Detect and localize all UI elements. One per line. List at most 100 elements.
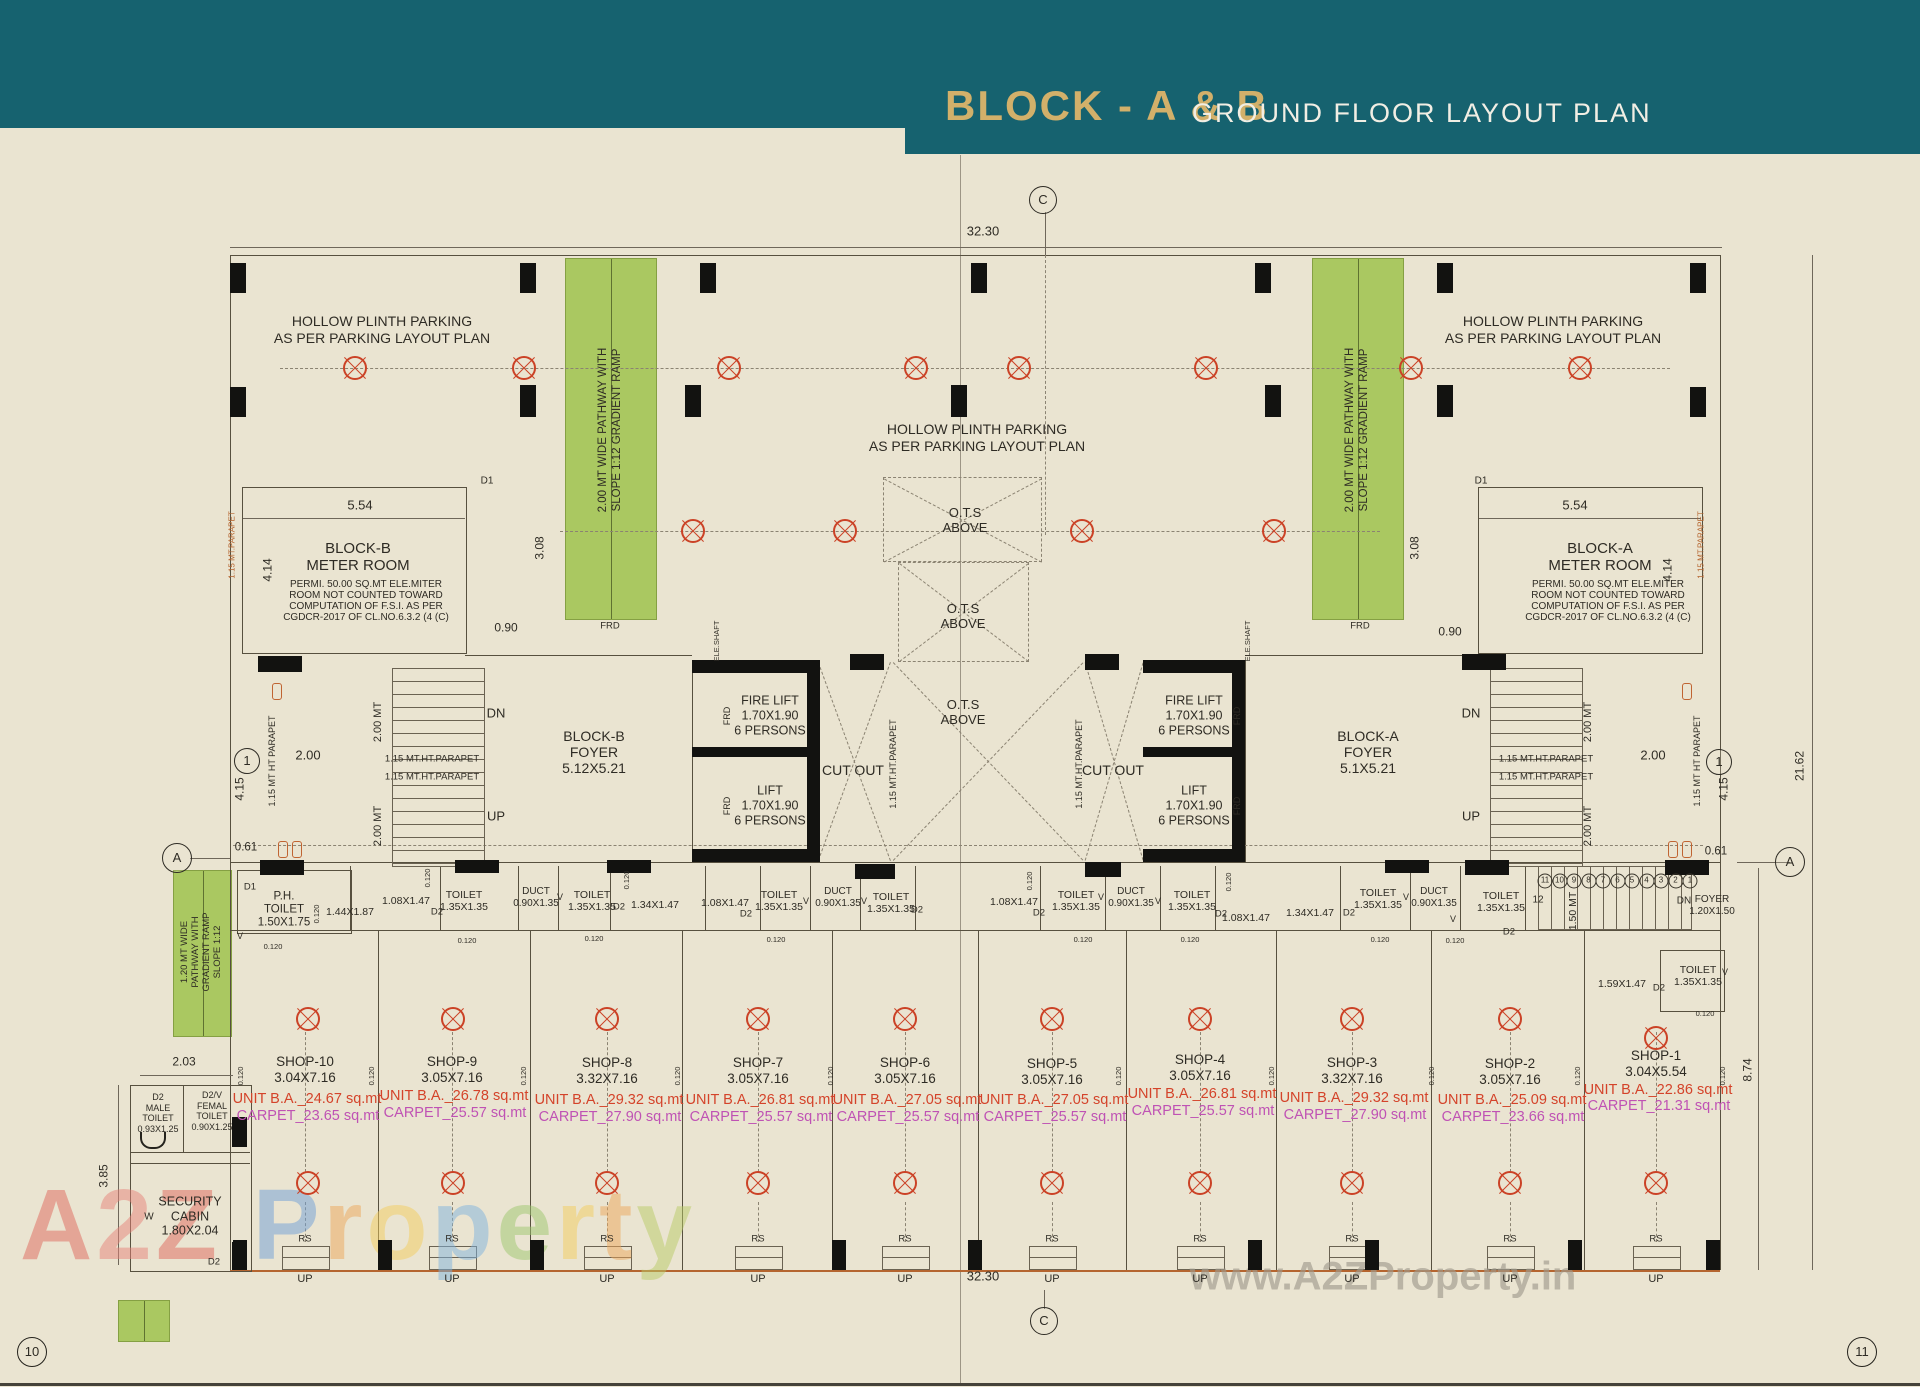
shop-centerline (607, 1202, 608, 1242)
plan-label: 0.120 (1024, 871, 1034, 891)
wall-line (915, 866, 916, 930)
wall-line (1276, 930, 1277, 1270)
plan-label: 0.120 (235, 1066, 245, 1086)
column-block (1143, 747, 1245, 757)
plan-label: FRD (1231, 796, 1242, 816)
column-marker-icon (717, 356, 741, 380)
plan-label: UP (1502, 1272, 1518, 1285)
column-block (1690, 263, 1706, 293)
room-outline (1478, 487, 1703, 654)
column-block (230, 263, 246, 293)
plan-label: RS (751, 1233, 765, 1245)
wall-line (1105, 866, 1106, 930)
plan-label: UNIT B.A._29.32 sq.mt (1279, 1089, 1429, 1106)
wall-line (705, 866, 706, 930)
plan-label: UNIT B.A._26.81 sq.mt (685, 1091, 835, 1108)
column-block (1706, 1240, 1720, 1270)
plan-label: D2 (612, 901, 626, 913)
column-marker-icon (1644, 1026, 1668, 1050)
wall-line (810, 866, 811, 930)
plan-label: CARPET_25.57 sq.mt (689, 1108, 833, 1125)
shop-entry-step (584, 1246, 632, 1270)
plan-label: ELE.SHAFT (1242, 620, 1252, 662)
plan-label: 1.50 MT (1567, 891, 1580, 931)
plan-label: 0.120 (1426, 1066, 1436, 1086)
header-band (0, 0, 1920, 128)
dimension-line (1044, 1290, 1045, 1309)
plan-label: 1.15 MT HT PARAPET (1691, 715, 1702, 807)
plan-label: SHOP-3 3.32X7.16 (1321, 1055, 1383, 1086)
column-block (1143, 660, 1245, 673)
plan-label: 5.54 (1562, 497, 1588, 513)
wall-line (682, 930, 683, 1270)
plan-label: CARPET_25.57 sq.mt (836, 1108, 980, 1125)
plan-label: RS (1045, 1233, 1059, 1245)
plan-label: V (1154, 895, 1162, 906)
shop-entry-step (1029, 1246, 1077, 1270)
plan-label: CUT OUT (1082, 762, 1144, 779)
dashed-line (560, 531, 1380, 532)
stair-step-number: 6 (1610, 873, 1625, 889)
shop-centerline (305, 1032, 306, 1172)
column-marker-icon (746, 1007, 770, 1031)
plan-label: O.T.S ABOVE (942, 505, 988, 535)
wall-line (230, 1270, 1720, 1272)
brand-watermark-letter: Z (155, 1169, 221, 1281)
column-block (260, 860, 304, 875)
dimension-line (230, 247, 1722, 248)
plan-label: SHOP-4 3.05X7.16 (1169, 1052, 1231, 1083)
dimension-line (140, 1075, 233, 1076)
plan-label: SHOP-1 3.04X5.54 (1625, 1048, 1687, 1079)
plan-label: 0.120 (263, 941, 283, 951)
plan-label: SHOP-9 3.05X7.16 (421, 1054, 483, 1085)
plumbing-fixture-icon (1668, 841, 1678, 858)
column-block (607, 860, 651, 873)
stair-step-number: 10 (1552, 873, 1567, 889)
plan-label: 1.15 MT.HT.PARAPET (384, 771, 480, 783)
dimension-line (1478, 518, 1701, 519)
page-subtitle: GROUND FLOOR LAYOUT PLAN (1192, 98, 1652, 128)
plan-label: 0.61 (234, 841, 258, 854)
plan-label: D1 (480, 475, 494, 487)
column-marker-icon (1340, 1007, 1364, 1031)
plan-label: 32.30 (966, 1268, 1000, 1284)
plan-label: V (1402, 891, 1410, 902)
column-marker-icon (1399, 356, 1423, 380)
plan-label: 0.120 (422, 868, 432, 888)
plan-label: UNIT B.A._29.32 sq.mt (534, 1091, 684, 1108)
column-marker-icon (893, 1171, 917, 1195)
wall-line (1245, 660, 1246, 862)
plan-label: RS (600, 1233, 614, 1245)
shop-centerline (758, 1202, 759, 1242)
plan-label: RS (298, 1233, 312, 1245)
column-marker-icon (893, 1007, 917, 1031)
plan-label: 0.120 (621, 870, 631, 890)
plan-label: CARPET_25.57 sq.mt (383, 1104, 527, 1121)
wall-line (692, 660, 693, 862)
column-block (1665, 860, 1709, 875)
column-marker-icon (1262, 519, 1286, 543)
page-number-left: 10 (17, 1337, 47, 1367)
shop-centerline (1656, 1202, 1657, 1242)
wall-line (760, 866, 761, 930)
ots-region (883, 477, 1042, 562)
column-marker-icon (296, 1007, 320, 1031)
brand-watermark-letter: o (366, 1169, 432, 1281)
column-block (951, 385, 967, 417)
wall-line (978, 930, 979, 1270)
column-marker-icon (441, 1171, 465, 1195)
page-title: BLOCK - A & B (945, 82, 1269, 129)
plan-label: DUCT 0.90X1.35 (513, 886, 559, 909)
wall-line (230, 862, 1720, 863)
shop-centerline (905, 1032, 906, 1172)
plan-label: RS (1193, 1233, 1207, 1245)
column-block (1085, 654, 1119, 670)
dimension-line (242, 518, 465, 519)
plan-label: D2 (739, 908, 753, 920)
plan-label: 8.74 (1740, 1058, 1755, 1082)
plan-label: UP (897, 1272, 913, 1285)
column-block (1248, 1240, 1262, 1270)
stairs (1490, 668, 1583, 867)
plan-label: DN (1676, 895, 1692, 907)
shop-entry-step (1633, 1246, 1681, 1270)
